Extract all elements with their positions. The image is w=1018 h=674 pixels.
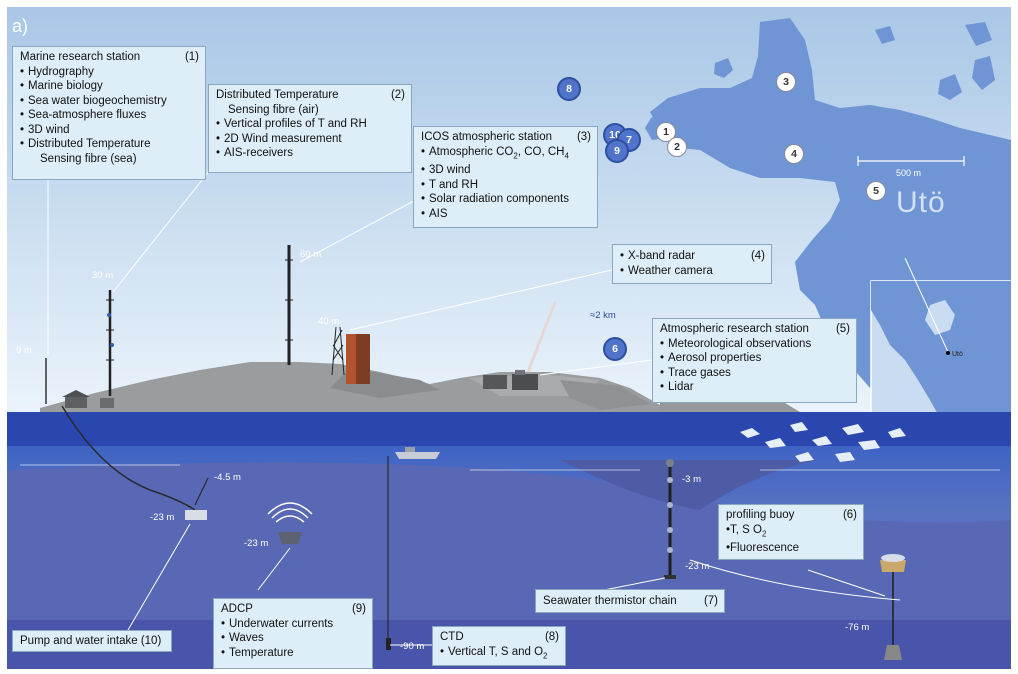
depth-label: -4.5 m <box>214 472 241 483</box>
lattice-tower-40m <box>331 326 345 376</box>
pump-hose <box>61 405 196 511</box>
pump-intake <box>185 510 207 520</box>
box-item: 2D Wind measurement <box>216 132 405 147</box>
mast-height-label: 30 m <box>92 270 114 281</box>
boat <box>395 447 440 459</box>
adcp-box: ADCP (9) Underwater currents Waves Temper… <box>213 598 373 669</box>
depth-label: -23 m <box>150 512 175 523</box>
lidar-beam <box>526 301 557 373</box>
box-item: Solar radiation components <box>421 192 591 207</box>
box-item: 3D wind <box>20 123 199 138</box>
depth-label: -3 m <box>682 474 701 485</box>
map-marker: 1 <box>656 122 676 142</box>
box-number: (1) <box>184 51 199 63</box>
building <box>483 375 507 389</box>
box-number: (9) <box>351 603 366 615</box>
box-item: •Fluorescence <box>726 542 800 555</box>
box-title: Atmospheric research station <box>660 323 809 335</box>
box-item: T and RH <box>421 178 591 193</box>
box-item: X-band radar <box>620 249 765 264</box>
box-number: (6) <box>842 509 857 521</box>
mast-height-label: 9 m <box>16 345 32 356</box>
mast-height-label: 40 m <box>318 316 340 327</box>
profiling-buoy-box: profiling buoy (6) •T, S O2 •Fluorescence <box>718 504 864 560</box>
leader-lines <box>47 169 901 646</box>
inset-label: Utö <box>952 351 963 358</box>
map-marker: 9 <box>605 139 629 163</box>
box-item: Aerosol properties <box>660 351 850 366</box>
box-item: Weather camera <box>620 264 765 279</box>
islet <box>938 74 962 100</box>
building <box>65 396 87 408</box>
box-item-continued: Sensing fibre (sea) <box>40 152 137 165</box>
depth-label: -23 m <box>244 538 269 549</box>
box-item: AIS <box>421 207 591 222</box>
box-title: CTD <box>440 631 464 643</box>
map-marker: 5 <box>866 181 886 201</box>
box-item: Sea water biogeochemistry <box>20 94 199 109</box>
box-title: Pump and water intake <box>20 634 138 647</box>
box-title-line2: Sensing fibre (air) <box>228 103 319 116</box>
depth-label: -76 m <box>845 622 870 633</box>
box-item: Sea-atmosphere fluxes <box>20 108 199 123</box>
box-item: Temperature <box>221 646 366 661</box>
box-number: (8) <box>544 631 559 643</box>
box-item: Vertical T, S and O2 <box>440 645 559 664</box>
ice-floes <box>740 422 906 462</box>
box-title: Marine research station <box>20 51 141 63</box>
islet <box>714 58 733 78</box>
islet <box>690 104 704 118</box>
box-title: ADCP <box>221 603 253 615</box>
box-item: Trace gases <box>660 366 850 381</box>
dts-air-box: Distributed Temperature (2) Sensing fibre… <box>208 84 412 173</box>
box-item: Lidar <box>660 380 850 395</box>
ctd-box: CTD (8) Vertical T, S and O2 <box>432 626 566 666</box>
box-item: Hydrography <box>20 65 199 80</box>
icos-station-box: ICOS atmospheric station (3) Atmospheric … <box>413 126 598 228</box>
atmospheric-research-station-box: Atmospheric research station (5) Meteorol… <box>652 318 857 403</box>
panel-tag: a) <box>12 16 29 36</box>
box-item: Atmospheric CO2, CO, CH4 <box>421 145 591 164</box>
box-item: AIS-receivers <box>216 146 405 161</box>
box-item: 3D wind <box>421 163 591 178</box>
box-item: Vertical profiles of T and RH <box>216 117 405 132</box>
buoy-map-marker: 6 <box>603 337 627 361</box>
box-title: profiling buoy <box>726 509 795 521</box>
box-number: (7) <box>703 594 718 607</box>
box-item: Marine biology <box>20 79 199 94</box>
adcp-device <box>267 502 313 544</box>
box-number: (10) <box>140 634 162 647</box>
map-marker: 4 <box>784 144 804 164</box>
box-title: ICOS atmospheric station <box>421 131 553 143</box>
box-number: (3) <box>576 131 591 143</box>
box-item: Distributed Temperature <box>20 137 199 152</box>
radar-box: (4) X-band radar Weather camera <box>612 244 772 284</box>
map-marker: 2 <box>667 137 687 157</box>
scale-label: 500 m <box>896 168 922 178</box>
islet <box>965 22 992 46</box>
islet <box>875 26 895 44</box>
islet <box>972 56 995 90</box>
distance-label: ≈2 km <box>590 310 616 321</box>
depth-label: -23 m <box>685 561 710 572</box>
thermistor-chain-box: Seawater thermistor chain (7) <box>535 589 725 613</box>
marine-research-station-box: Marine research station (1) Hydrography M… <box>12 46 206 180</box>
depth-label: -90 m <box>400 641 425 652</box>
box-number: (5) <box>835 323 850 335</box>
box-item: Underwater currents <box>221 617 366 632</box>
map-marker: 8 <box>557 77 581 101</box>
mast-height-label: 60 m <box>300 249 322 260</box>
map-marker: 3 <box>776 72 796 92</box>
pump-intake-box: Pump and water intake (10) <box>12 630 172 652</box>
box-title: Seawater thermistor chain <box>543 594 677 607</box>
box-title: Distributed Temperature <box>216 89 339 101</box>
box-number: (2) <box>390 89 405 101</box>
box-item: Meteorological observations <box>660 337 850 352</box>
box-item: Waves <box>221 631 366 646</box>
island-name: Utö <box>896 186 946 219</box>
box-item: •T, S O2 <box>726 523 767 538</box>
